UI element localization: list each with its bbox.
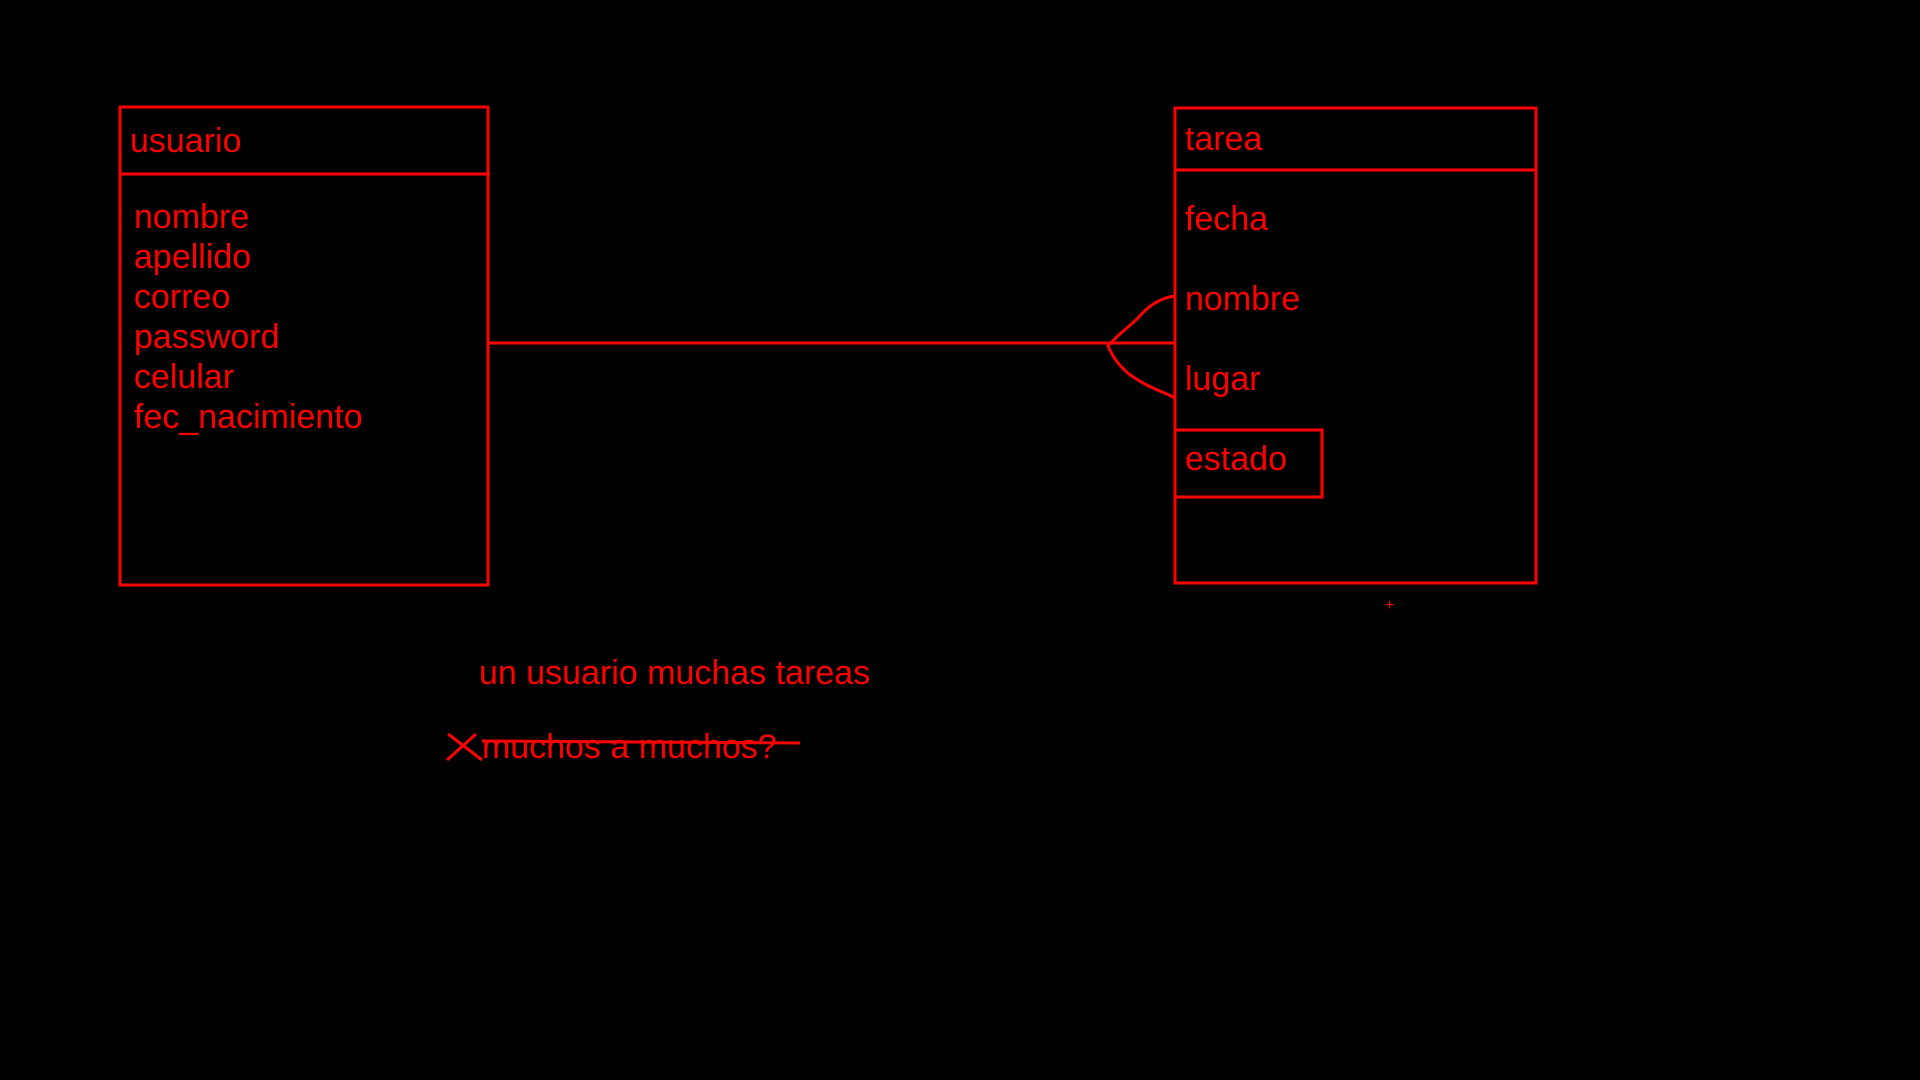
x-mark-stroke-b xyxy=(445,732,478,762)
usuario-entity-title: usuario xyxy=(130,122,242,160)
usuario-entity-box xyxy=(118,105,490,587)
crossed-out-note: muchos a muchos? xyxy=(482,728,777,766)
usuario-attr-celular: celular xyxy=(134,358,235,396)
cardinality-note: un usuario muchas tareas xyxy=(479,654,871,692)
usuario-attr-fec-nacimiento: fec_nacimiento xyxy=(134,398,363,436)
usuario-attr-apellido: apellido xyxy=(134,238,252,276)
strikethrough-line xyxy=(481,739,801,745)
plus-mark: + xyxy=(1385,597,1395,614)
tarea-entity-title: tarea xyxy=(1185,120,1263,158)
x-mark-stroke-a xyxy=(447,732,483,762)
estado-attribute-box xyxy=(1173,428,1324,499)
tarea-attr-fecha: fecha xyxy=(1185,200,1269,238)
usuario-attr-password: password xyxy=(134,318,280,356)
tarea-entity-box xyxy=(1173,106,1538,585)
tarea-attr-lugar: lugar xyxy=(1185,360,1261,398)
tarea-attr-estado: estado xyxy=(1185,440,1288,478)
usuario-attr-nombre: nombre xyxy=(134,198,250,236)
crows-foot-many-marker xyxy=(1106,294,1176,400)
usuario-attr-correo: correo xyxy=(134,278,231,316)
tarea-attr-nombre: nombre xyxy=(1185,280,1301,318)
